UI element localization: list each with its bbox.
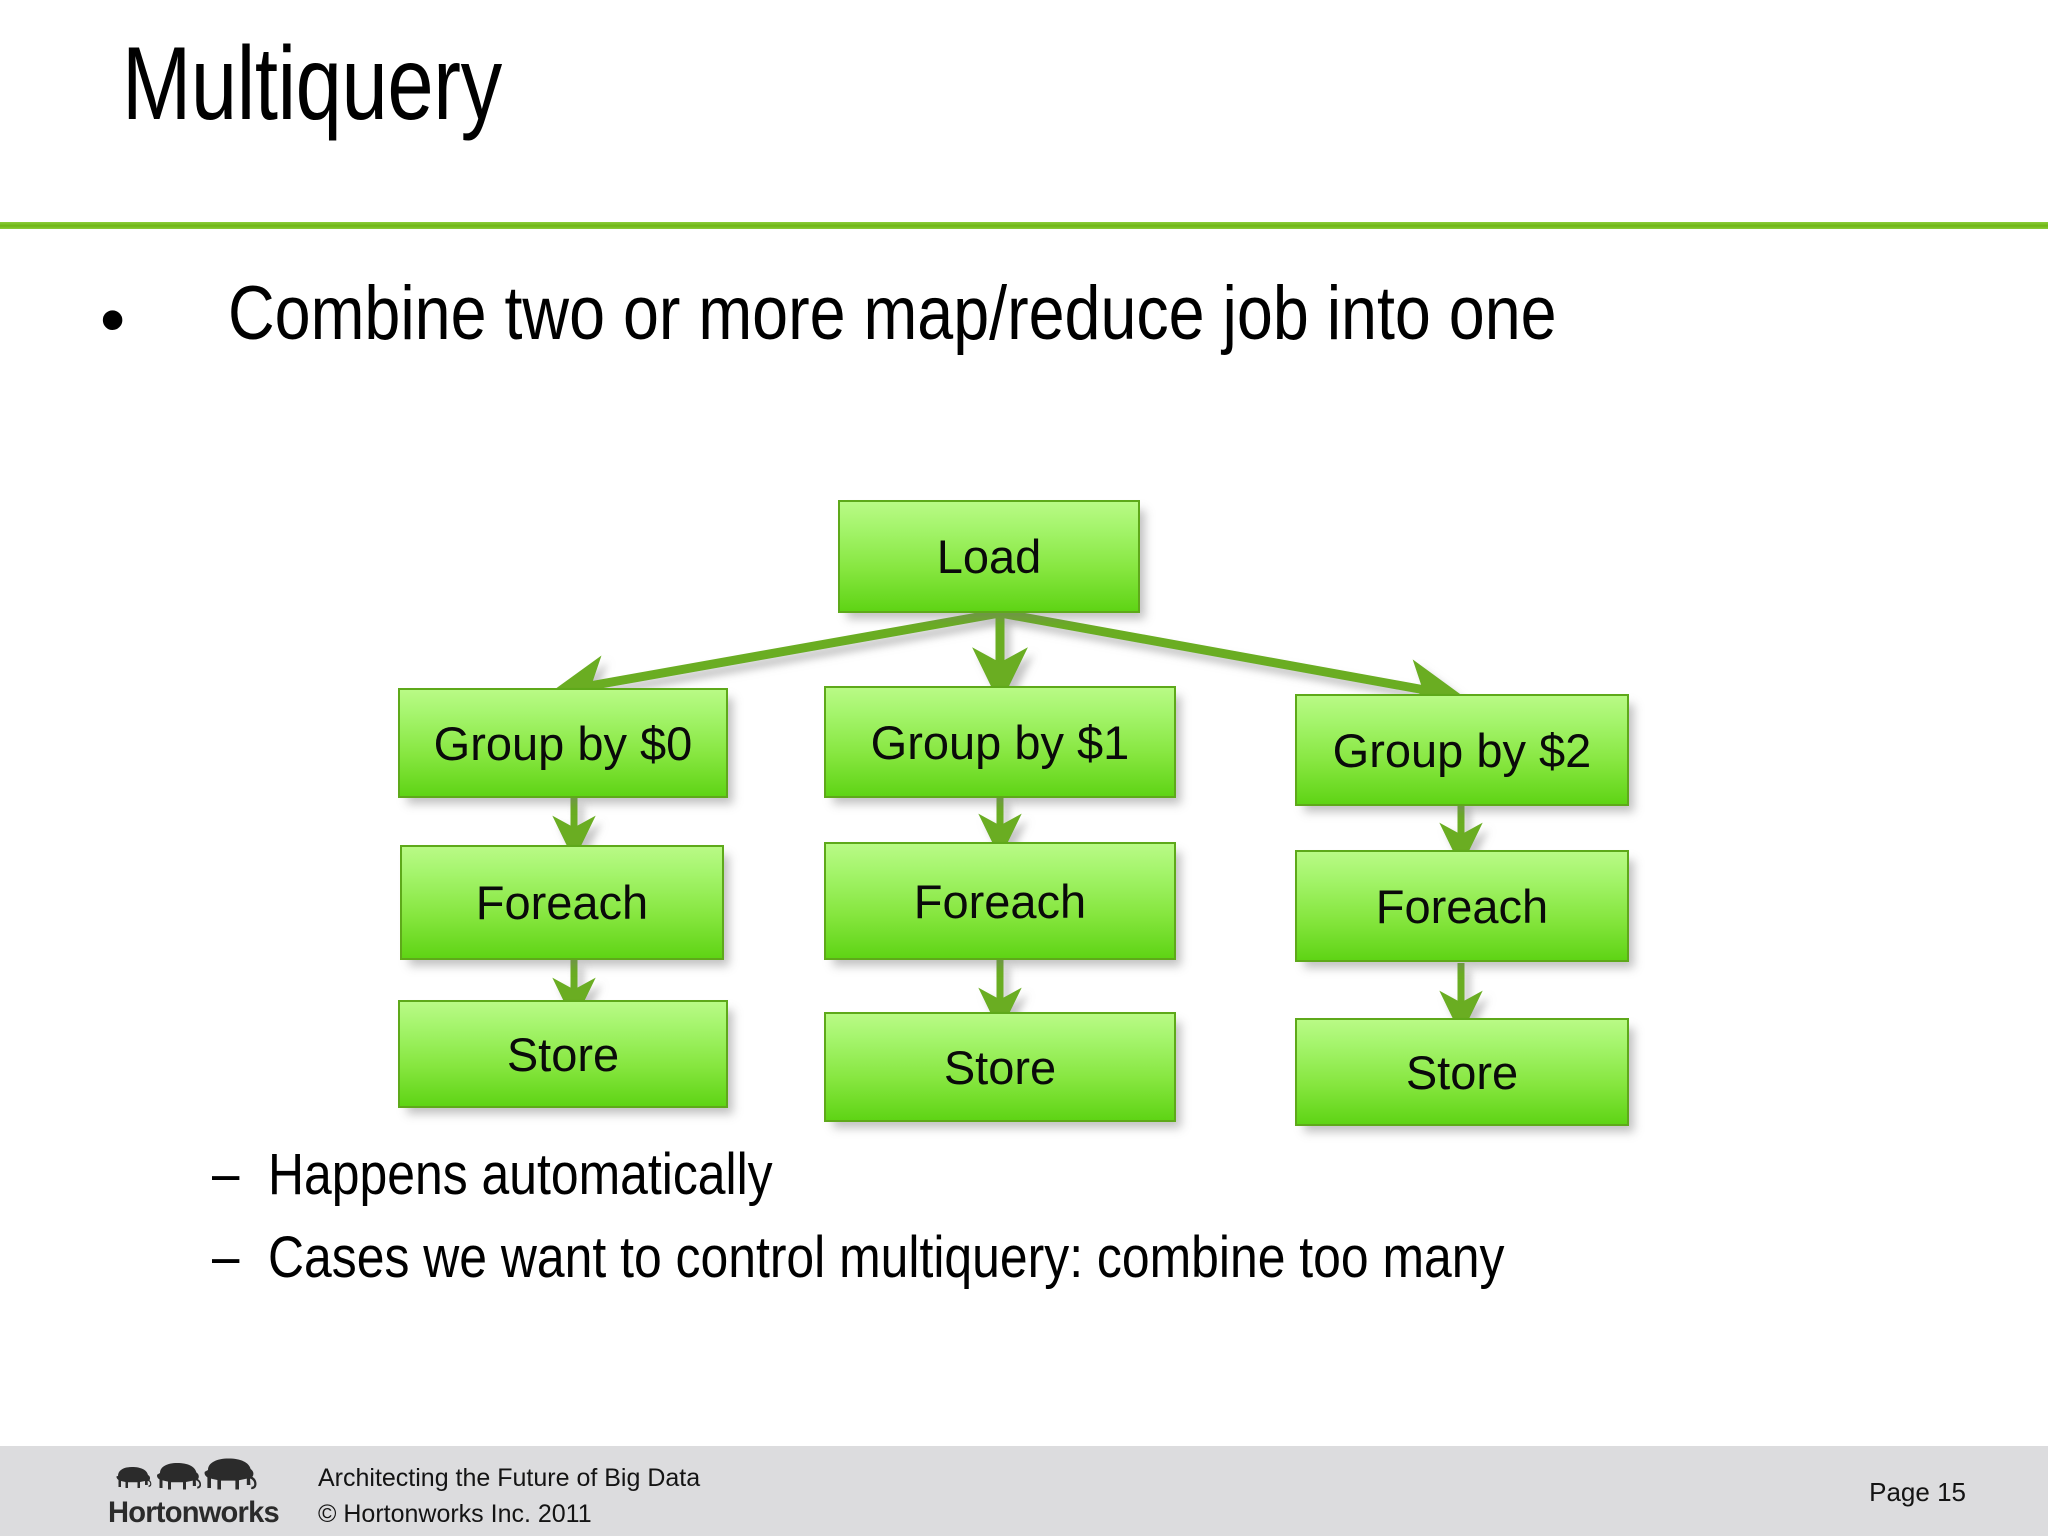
node-load[interactable]: Load [838, 500, 1140, 613]
page-title: Multiquery [122, 26, 502, 142]
footer-credit: Architecting the Future of Big Data © Ho… [318, 1461, 700, 1532]
node-store-2[interactable]: Store [1295, 1018, 1629, 1126]
sub-bullet-marker-icon: – [212, 1223, 240, 1289]
node-store-1-label: Store [943, 1040, 1057, 1094]
node-group-by-0[interactable]: Group by $0 [398, 688, 728, 798]
elephants-icon [116, 1458, 257, 1490]
sub-bullet-marker-icon: – [212, 1141, 240, 1206]
sub-bullet-1-text: Cases we want to control multiquery: com… [268, 1224, 1505, 1290]
node-group-by-1-label: Group by $1 [870, 715, 1130, 769]
hortonworks-wordmark: Hortonworks [108, 1496, 280, 1529]
node-foreach-2-label: Foreach [1375, 879, 1549, 933]
footer-tagline: Architecting the Future of Big Data [318, 1464, 701, 1492]
edge-load-to-group2 [999, 608, 1465, 715]
node-foreach-1-label: Foreach [913, 874, 1087, 928]
node-group-by-0-label: Group by $0 [433, 716, 693, 770]
sub-bullet-1: – Cases we want to control multiquery: c… [212, 1223, 1992, 1294]
hortonworks-logo: Hortonworks [100, 1458, 290, 1530]
node-store-0[interactable]: Store [398, 1000, 728, 1108]
node-foreach-1[interactable]: Foreach [824, 842, 1176, 960]
node-store-0-label: Store [506, 1027, 620, 1081]
sub-bullet-0: – Happens automatically [212, 1140, 1992, 1211]
node-foreach-2[interactable]: Foreach [1295, 850, 1629, 962]
bullet-marker-icon: • [100, 280, 126, 360]
node-foreach-0-label: Foreach [475, 876, 649, 929]
node-store-2-label: Store [1405, 1045, 1519, 1099]
footer-copyright: © Hortonworks Inc. 2011 [318, 1499, 592, 1528]
node-group-by-2-label: Group by $2 [1332, 723, 1592, 777]
page-number: Page 15 [1869, 1477, 1966, 1507]
sub-bullet-list: – Happens automatically – Cases we want … [212, 1140, 1992, 1306]
connector-group [549, 608, 1465, 715]
main-bullet: • Combine two or more map/reduce job int… [100, 268, 1940, 361]
node-store-1[interactable]: Store [824, 1012, 1176, 1122]
title-divider [0, 222, 2048, 229]
sub-bullet-0-text: Happens automatically [268, 1142, 773, 1207]
edge-load-to-group0 [549, 608, 1001, 711]
node-group-by-2[interactable]: Group by $2 [1295, 694, 1629, 806]
node-group-by-1[interactable]: Group by $1 [824, 686, 1176, 798]
slide-footer: Hortonworks Architecting the Future of B… [0, 1446, 2048, 1536]
node-load-label: Load [936, 530, 1042, 583]
main-bullet-text: Combine two or more map/reduce job into … [228, 271, 1557, 356]
node-foreach-0[interactable]: Foreach [400, 845, 724, 960]
